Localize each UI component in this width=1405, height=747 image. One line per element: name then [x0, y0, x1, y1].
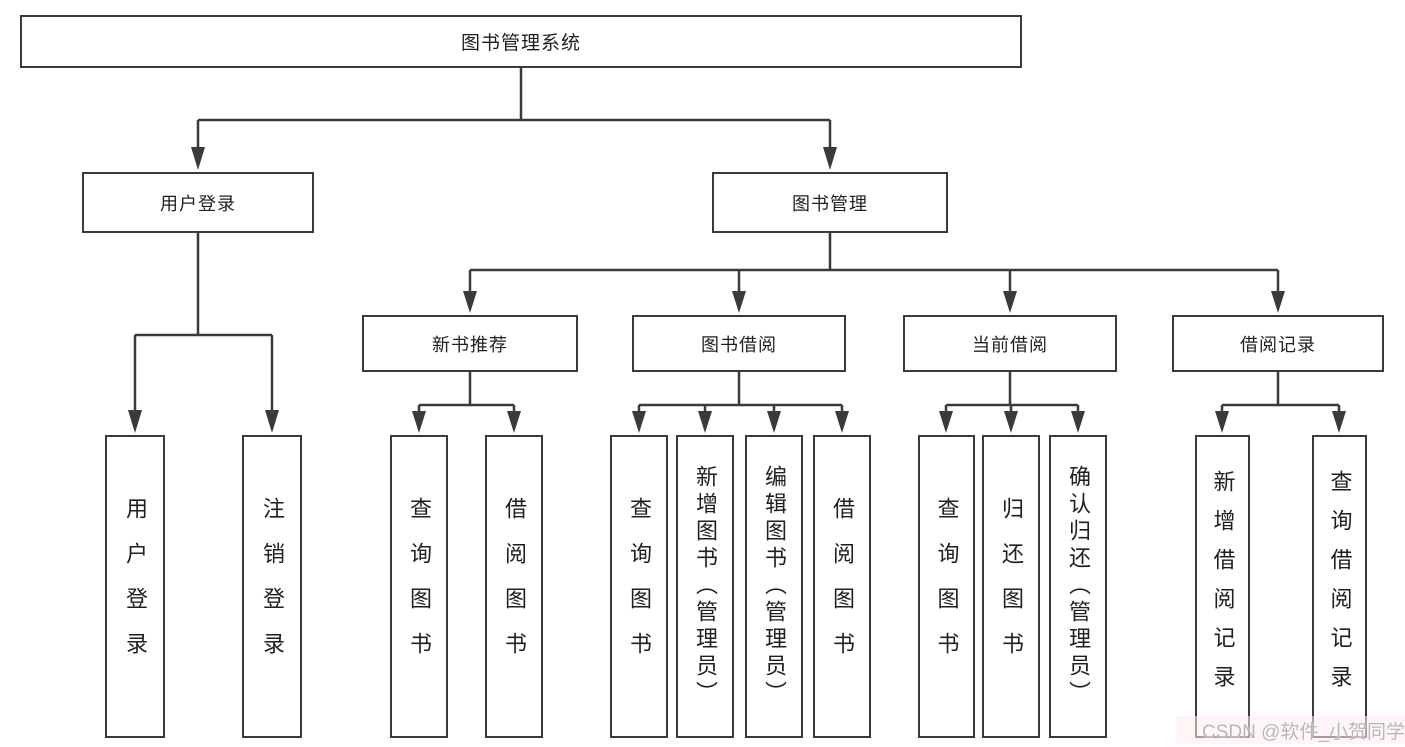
node-new-book-recommend-label: 新书推荐 [432, 334, 508, 355]
leaf-borrow-query-books-label: 查询图书 [627, 496, 652, 677]
node-current-borrow-label: 当前借阅 [972, 334, 1048, 355]
leaf-add-books-admin: 新增图书（管理员） [676, 435, 734, 738]
leaf-current-query-books-label: 查询图书 [934, 496, 960, 677]
leaf-borrow-books: 借阅图书 [813, 435, 871, 738]
node-root-label: 图书管理系统 [460, 33, 581, 54]
leaf-add-borrow-record: 新增借阅记录 [1195, 435, 1250, 738]
node-user-login-branch: 用户登录 [82, 172, 314, 233]
leaf-add-borrow-record-label: 新增借阅记录 [1210, 469, 1236, 704]
leaf-edit-books-admin: 编辑图书（管理员） [745, 435, 803, 738]
csdn-watermark: CSDN @软件_小贺同学 [1176, 716, 1405, 744]
leaf-user-login-label: 用户登录 [123, 496, 148, 677]
node-book-management-branch: 图书管理 [712, 172, 948, 233]
leaf-current-query-books: 查询图书 [918, 435, 975, 738]
leaf-logout: 注销登录 [242, 435, 302, 738]
leaf-return-books: 归还图书 [982, 435, 1040, 738]
node-book-borrow: 图书借阅 [632, 315, 846, 372]
leaf-logout-label: 注销登录 [260, 496, 285, 677]
leaf-recommend-query-books: 查询图书 [390, 435, 448, 738]
node-borrow-records-label: 借阅记录 [1240, 334, 1316, 355]
leaf-return-books-label: 归还图书 [999, 496, 1024, 677]
node-new-book-recommend: 新书推荐 [362, 315, 578, 372]
leaf-recommend-borrow-books-label: 借阅图书 [502, 496, 527, 677]
leaf-borrow-books-label: 借阅图书 [830, 496, 855, 677]
leaf-confirm-return-admin-label: 确认归还（管理员） [1066, 465, 1091, 708]
csdn-watermark-text: CSDN @软件_小贺同学 [1202, 721, 1405, 743]
leaf-query-borrow-record: 查询借阅记录 [1312, 435, 1367, 738]
leaf-query-borrow-record-label: 查询借阅记录 [1327, 469, 1353, 704]
leaf-edit-books-admin-label: 编辑图书（管理员） [762, 465, 787, 708]
node-user-login-label: 用户登录 [160, 193, 236, 214]
node-current-borrow: 当前借阅 [903, 315, 1117, 372]
leaf-confirm-return-admin: 确认归还（管理员） [1049, 435, 1107, 738]
leaf-borrow-query-books: 查询图书 [610, 435, 668, 738]
leaf-user-login: 用户登录 [105, 435, 165, 738]
node-book-borrow-label: 图书借阅 [701, 334, 777, 355]
leaf-add-books-admin-label: 新增图书（管理员） [693, 465, 718, 708]
node-root-system: 图书管理系统 [20, 15, 1022, 68]
leaf-recommend-borrow-books: 借阅图书 [485, 435, 543, 738]
leaf-recommend-query-books-label: 查询图书 [407, 496, 432, 677]
node-borrow-records: 借阅记录 [1172, 315, 1384, 372]
node-book-management-label: 图书管理 [792, 193, 868, 214]
